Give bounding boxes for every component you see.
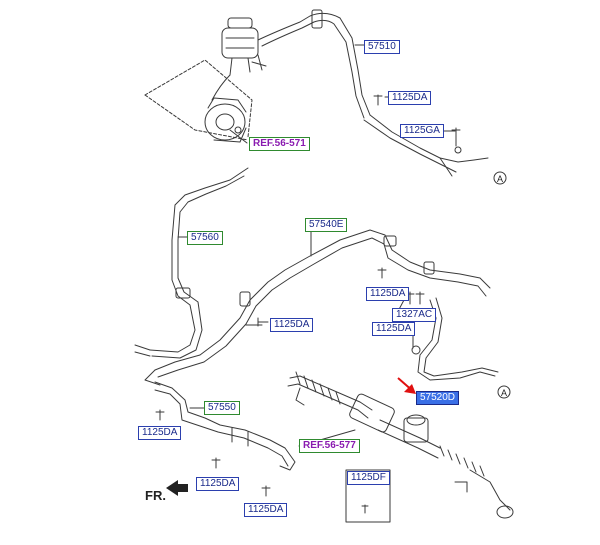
label-1125da-top[interactable]: 1125DA — [388, 91, 432, 105]
callout-circle-a-top — [493, 171, 507, 185]
hose-57510 — [251, 9, 489, 177]
label-ref-56-577[interactable]: REF.56-577 — [299, 439, 360, 453]
label-57540e[interactable]: 57540E — [305, 218, 348, 232]
label-ref-56-571[interactable]: REF.56-571 — [249, 137, 310, 151]
red-arrow — [397, 377, 416, 394]
label-1125da-bottom-1[interactable]: 1125DA — [196, 477, 240, 491]
bolts — [155, 267, 415, 514]
inset-box-1125df — [345, 469, 391, 523]
label-57510[interactable]: 57510 — [364, 40, 400, 54]
reservoir-dash-lines — [144, 59, 253, 141]
label-57550[interactable]: 57550 — [204, 401, 240, 415]
pump-part — [204, 97, 247, 143]
label-1125da-mid-left[interactable]: 1125DA — [270, 318, 314, 332]
label-1125ga[interactable]: 1125GA — [400, 124, 444, 138]
callout-a-mid: A — [501, 388, 507, 398]
hose-57540e — [144, 229, 491, 386]
fitting-top-right — [373, 94, 462, 154]
front-arrow-icon — [166, 480, 188, 496]
label-57520d[interactable]: 57520D — [416, 391, 460, 405]
label-1125df[interactable]: 1125DF — [347, 471, 390, 485]
label-1125da-mid-right-2[interactable]: 1125DA — [372, 322, 416, 336]
reservoir-part — [211, 17, 259, 101]
label-57560[interactable]: 57560 — [187, 231, 223, 245]
leader-lines — [177, 44, 456, 447]
callout-a-top: A — [497, 174, 503, 184]
label-1125da-bottom-left[interactable]: 1125DA — [138, 426, 182, 440]
front-label: FR. — [145, 488, 166, 503]
steering-rack-part — [287, 371, 514, 519]
hose-57560 — [134, 167, 249, 359]
label-1125da-mid-right[interactable]: 1125DA — [366, 287, 410, 301]
label-1327ac[interactable]: 1327AC — [392, 308, 437, 322]
hose-57550 — [154, 381, 296, 471]
label-1125da-bottom-2[interactable]: 1125DA — [244, 503, 288, 517]
callout-circle-a-mid — [497, 385, 511, 399]
hose-57520d — [411, 291, 499, 381]
